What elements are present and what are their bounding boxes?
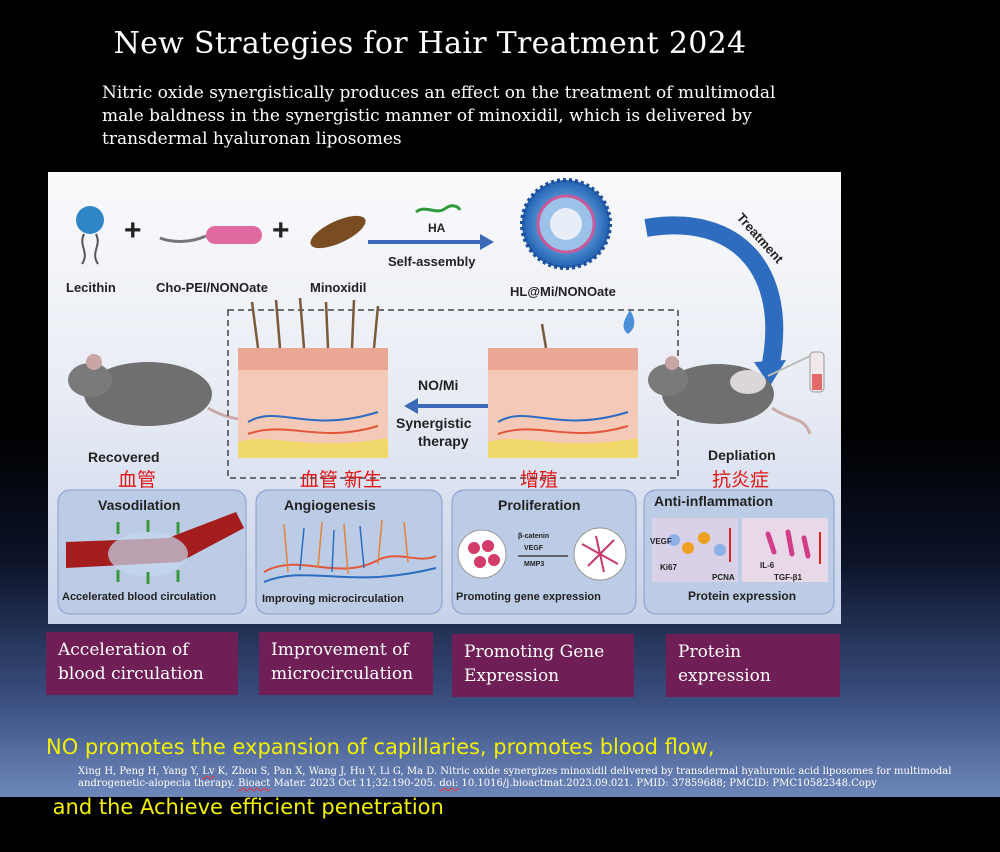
caption-box-3: Promoting Gene Expression	[452, 634, 634, 697]
graphical-abstract: Lecithin + Cho-PEI/NONOate + Minoxidil H…	[48, 172, 841, 624]
citation-part-c: Mater. 2023 Oct 11;32:190-205.	[270, 778, 440, 789]
citation-part-u2: Bioact	[238, 778, 271, 789]
anti-inflammation-title: Anti-inflammation	[654, 493, 773, 509]
recovered-mouse-icon	[68, 354, 272, 435]
angiogenesis-title: Angiogenesis	[284, 497, 376, 513]
tgf-label: TGF-β1	[774, 573, 803, 582]
pcna-label: PCNA	[712, 573, 735, 582]
citation: Xing H, Peng H, Yang Y, Lv K, Zhou S, Pa…	[78, 766, 983, 790]
skin-section-recovered-icon	[238, 297, 388, 458]
dropper-icon	[767, 351, 825, 393]
citation-part-u1: Lv	[202, 766, 215, 777]
caption-box-1-line1: Acceleration of	[58, 640, 189, 660]
vasodilation-title: Vasodilation	[98, 497, 180, 513]
plus-icon: +	[124, 214, 142, 247]
no-mi-label: NO/Mi	[418, 377, 458, 393]
vasodilation-caption: Accelerated blood circulation	[62, 591, 216, 603]
il6-label: IL-6	[760, 561, 775, 570]
synergistic-label-2: therapy	[418, 433, 469, 449]
caption-box-1-line2: blood circulation	[58, 664, 204, 684]
citation-part-a: Xing H, Peng H, Yang Y,	[78, 766, 203, 777]
slide-title: New Strategies for Hair Treatment 2024	[113, 26, 747, 61]
caption-box-4: Protein expression	[666, 634, 840, 697]
liposome-label: HL@Mi/NONOate	[510, 284, 616, 299]
key-message-line1: NO promotes the expansion of capillaries…	[46, 735, 715, 759]
caption-box-3-line1: Promoting Gene	[464, 642, 605, 662]
vegf-label-2: VEGF	[650, 537, 672, 546]
cho-pei-nonoate-icon	[159, 226, 262, 244]
liposome-icon	[520, 178, 612, 270]
ha-chain-icon	[415, 204, 462, 214]
plus-icon-2: +	[272, 214, 290, 247]
slide-subtitle: Nitric oxide synergistically produces an…	[102, 83, 776, 149]
anti-inflammation-panel	[643, 489, 835, 615]
graphical-abstract-svg: Lecithin + Cho-PEI/NONOate + Minoxidil H…	[57, 178, 835, 615]
anti-inflammation-caption: Protein expression	[688, 589, 796, 603]
cho-pei-label: Cho-PEI/NONOate	[156, 280, 268, 295]
caption-box-1: Acceleration of blood circulation	[46, 632, 238, 695]
cn-label-vessel: 血管	[118, 469, 156, 491]
minoxidil-label: Minoxidil	[310, 280, 366, 295]
self-assembly-label: Self-assembly	[388, 254, 476, 269]
vegf-label: VEGF	[524, 545, 544, 552]
caption-box-2-line2: microcirculation	[271, 664, 414, 684]
beta-catenin-label: β-catenin	[518, 533, 549, 540]
skin-section-depilated-icon	[488, 310, 638, 458]
caption-box-4-line1: Protein	[678, 642, 742, 662]
citation-part-d: 10.1016/j.bioactmat.2023.09.021. PMID: 3…	[458, 778, 877, 789]
synergistic-arrow-icon	[404, 398, 488, 414]
caption-box-4-line2: expression	[678, 666, 771, 686]
mmp3-label: MMP3	[524, 561, 544, 568]
recovered-label: Recovered	[88, 449, 160, 465]
vasodilation-panel	[57, 489, 247, 615]
proliferation-title: Proliferation	[498, 497, 580, 513]
caption-box-2-line1: Improvement of	[271, 640, 409, 660]
cn-label-angiogenesis: 血管 新生	[300, 469, 382, 491]
proliferation-panel	[451, 489, 637, 615]
depilation-label: Depliation	[708, 447, 776, 463]
lecithin-label: Lecithin	[66, 280, 116, 295]
depilated-mouse-icon	[648, 356, 812, 435]
lecithin-icon	[76, 206, 104, 265]
citation-part-b: K, Zhou S, Pan X, Wang J, Hu Y, Li G, Ma…	[78, 766, 952, 789]
angiogenesis-caption: Improving microcirculation	[262, 593, 404, 605]
caption-box-3-line2: Expression	[464, 666, 560, 686]
cn-label-proliferation: 增殖	[520, 469, 558, 491]
cn-label-anti-inflammation: 抗炎症	[712, 469, 769, 491]
caption-box-2: Improvement of microcirculation	[259, 632, 433, 695]
citation-part-u3: doi:	[439, 778, 459, 789]
synergistic-label-1: Synergistic	[396, 415, 472, 431]
minoxidil-icon	[310, 215, 366, 249]
treatment-arrow-icon	[644, 216, 784, 370]
self-assembly-arrow-icon	[368, 234, 494, 250]
ha-label: HA	[428, 221, 446, 235]
proliferation-caption: Promoting gene expression	[456, 591, 601, 603]
treatment-arrowhead-icon	[754, 360, 786, 386]
ki67-label: Ki67	[660, 563, 677, 572]
angiogenesis-panel	[255, 489, 443, 615]
